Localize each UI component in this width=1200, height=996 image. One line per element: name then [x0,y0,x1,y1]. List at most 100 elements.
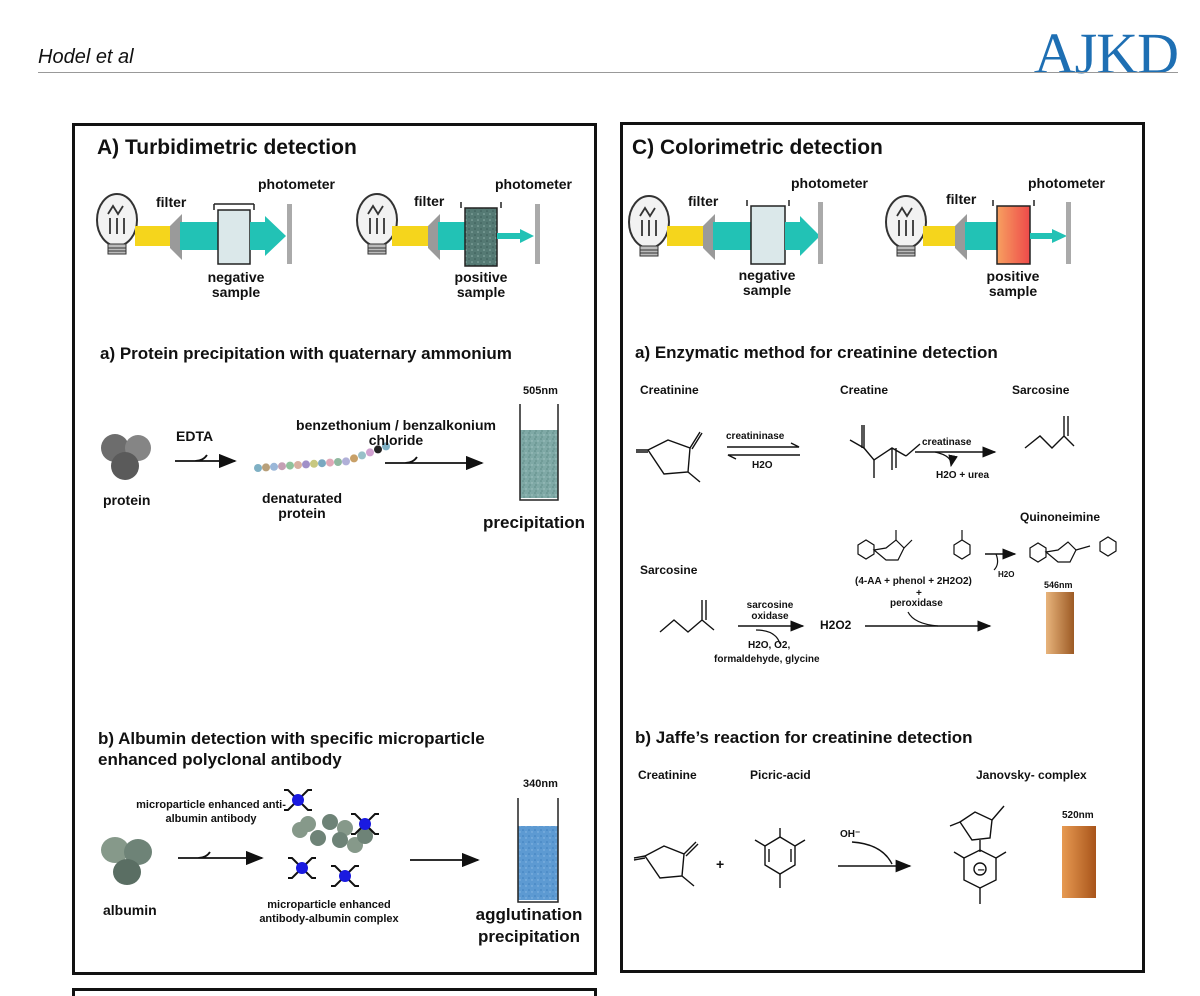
plus-label: + [916,588,922,599]
yellow-beam [135,226,173,246]
negative-sample-label: negative sample [207,269,265,300]
water-out-label: H2O [998,570,1015,579]
albumin-icon [101,837,152,885]
protein-label: protein [103,492,151,508]
hydroxide-label: OH⁻ [840,829,861,840]
chain-bead [334,458,342,466]
section-a-a-title: a) Protein precipitation with quaternary… [100,344,512,363]
photometer-label: photometer [258,176,335,192]
urea-release-arrow [934,451,958,468]
janovsky-color-swatch [1062,826,1096,898]
positive-sample-label: positive sample [986,268,1040,299]
benzethonium-label: benzethonium / benzalkonium chloride [296,417,496,448]
transmitted-beam [250,216,286,256]
weak-beam [1030,229,1067,243]
panel-c-title: C) Colorimetric detection [632,136,883,159]
header-rule [38,72,1178,73]
sarcosine-structure [1024,416,1075,449]
janovsky-complex-structure [949,805,1007,904]
chain-bead [342,457,350,466]
denatured-protein-chain [254,442,390,472]
yellow-beam [667,226,705,246]
yellow-beam [392,226,430,246]
albumin-blob [322,814,338,830]
edta-arrow [175,455,235,461]
chain-bead [262,463,270,472]
chain-bead [294,461,302,469]
wavelength-546: 546nm [1044,580,1073,590]
antibody-complex-icon [284,789,379,887]
urea-label: H2O + urea [936,470,990,481]
janovsky-complex-label: Janovsky- complex [976,768,1087,782]
quinoneimine-color-swatch [1046,592,1074,654]
sarcosine-oxidase-label: sarcosine oxidase [746,600,794,622]
section-a-b-title: b) Albumin detection with specific micro… [98,729,485,769]
complex-label: microparticle enhanced antibody-albumin … [259,899,399,925]
picric-acid-structure [754,828,806,888]
sarcosine-label-2: Sarcosine [640,563,698,577]
photometer-icon [1066,202,1071,264]
agglutination-label: agglutination precipitation [475,905,583,946]
chain-bead [302,460,310,469]
quinoneimine-structure [1029,536,1117,563]
picric-acid-label: Picric-acid [750,768,811,782]
creatine-label: Creatine [840,383,889,397]
chain-bead [310,459,318,468]
sarcosine-structure-2 [659,600,715,633]
bulb-icon [885,195,927,257]
filter-label: filter [156,194,187,210]
chain-bead [254,464,262,472]
peroxidase-label: peroxidase [890,598,943,609]
quinoneimine-label: Quinoneimine [1020,510,1101,524]
chain-bead [326,458,334,467]
chain-bead [366,448,374,457]
protein-icon [101,434,151,480]
photometer-label: photometer [791,175,868,191]
panel-colorimetric [620,122,1145,973]
colored-cuvette [996,205,1031,265]
negative-charge-icon: − [977,865,985,876]
bulb-icon [96,193,138,255]
denatured-protein-label: denaturated protein [261,490,343,521]
creatinine-label: Creatinine [640,383,699,397]
creatininase-label: creatininase [726,431,785,442]
creatinine-structure [636,431,703,483]
panel-turbidimetric [72,123,597,975]
albumin-blob [300,816,316,832]
teal-beam [713,222,753,250]
water-release-arrow [993,553,999,571]
creatinine-label-2: Creatinine [638,768,697,782]
sarcosine-label: Sarcosine [1012,383,1070,397]
chain-bead [278,462,286,471]
wavelength-340: 340nm [523,778,558,790]
creatininase-equilibrium [727,442,800,460]
yellow-beam [923,226,957,246]
peroxidase-side-arrow [907,611,939,627]
weak-beam [497,229,534,243]
transmitted-beam [785,216,820,256]
wavelength-520: 520nm [1062,810,1094,821]
oxidase-inputs-label: H2O, O2, [748,640,791,651]
journal-logo: AJKD [1033,21,1179,86]
sample-cuvette [217,209,251,265]
photometer-icon [818,202,823,264]
author-name: Hodel et al [38,46,134,68]
edta-label: EDTA [176,428,214,444]
chain-bead [350,454,358,463]
positive-sample-label: positive sample [454,269,508,300]
photometer-icon [287,204,292,264]
teal-beam [438,222,468,250]
albumin-label: albumin [103,902,157,918]
filter-icon [703,214,715,260]
precipitate-cuvette [519,404,559,501]
albumin-blob [332,832,348,848]
albumin-blob [310,830,326,846]
precipitation-arrow [385,457,482,463]
photometer-label: photometer [1028,175,1105,191]
hydrogen-peroxide-label: H2O2 [820,618,852,632]
bulb-icon [356,193,398,255]
turbid-cuvette [464,207,498,267]
microparticle-bead [339,870,351,882]
microparticle-bead [292,794,304,806]
